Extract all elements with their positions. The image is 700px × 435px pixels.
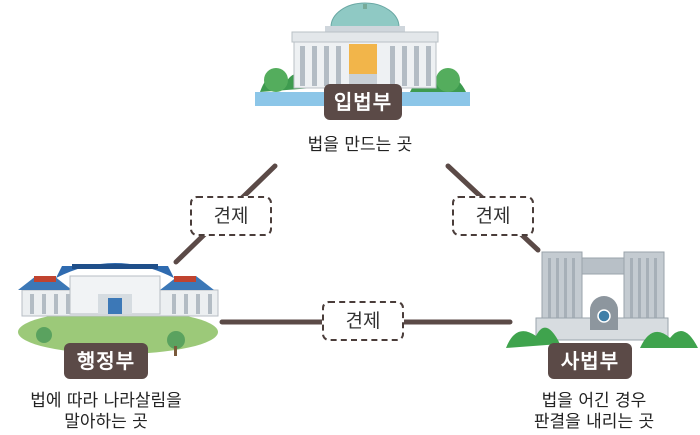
blue-house-building-icon (18, 263, 219, 356)
national-assembly-building-icon (255, 2, 470, 106)
executive-description-line1: 법에 따라 나라살림을 (30, 391, 182, 411)
check-label-left: 견제 (190, 196, 272, 236)
check-label-right: 견제 (452, 196, 534, 236)
judicial-badge: 사법부 (548, 343, 632, 379)
executive-description-line2: 말아하는 곳 (64, 412, 148, 432)
judicial-description-line1: 법을 어긴 경우 (541, 391, 647, 411)
supreme-court-building-icon (506, 251, 698, 348)
connector-lines (173, 163, 541, 325)
legislative-description: 법을 만드는 곳 (307, 135, 413, 155)
check-label-bottom: 견제 (322, 301, 404, 341)
executive-badge: 행정부 (64, 343, 148, 379)
judicial-description-line2: 판결을 내리는 곳 (533, 412, 655, 432)
legislative-badge: 입법부 (324, 84, 402, 120)
